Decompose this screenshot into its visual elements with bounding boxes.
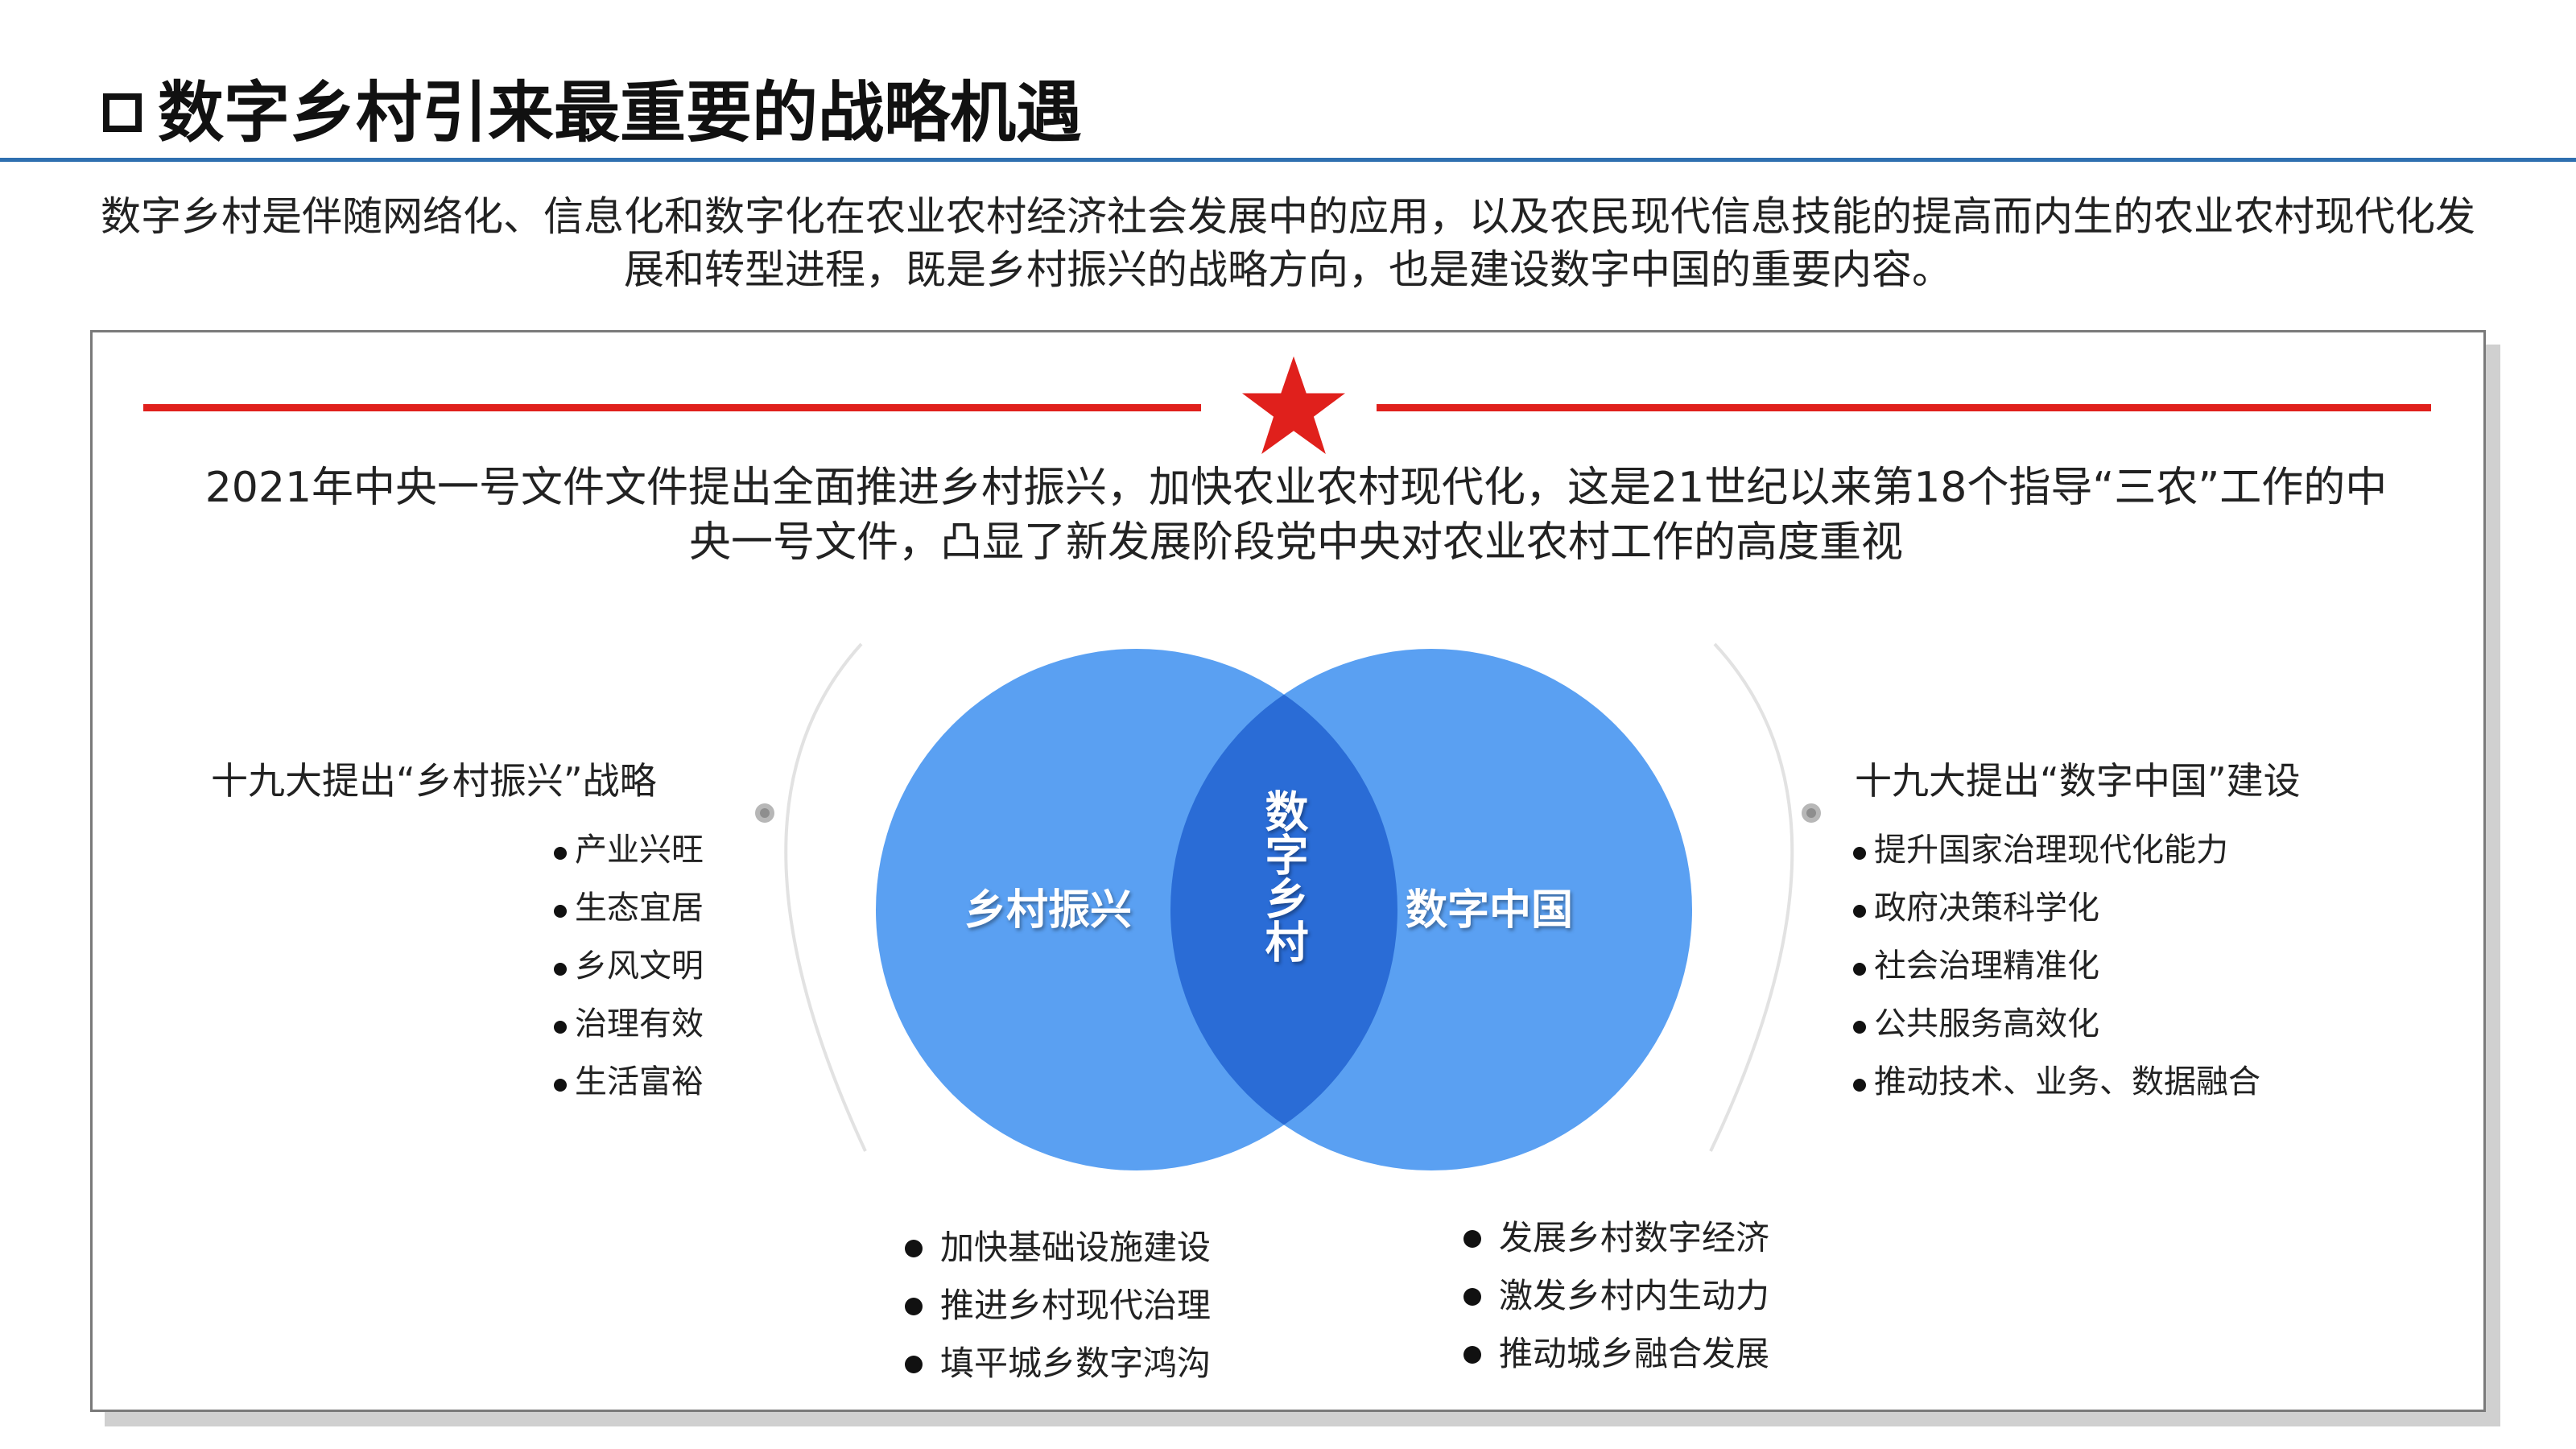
list-item: 推进乡村现代治理 — [905, 1277, 1211, 1335]
page-title-text: 数字乡村引来最重要的战略机遇 — [158, 75, 1083, 151]
list-item: 提升国家治理现代化能力 — [1853, 821, 2260, 879]
bullet-icon — [554, 1079, 567, 1092]
venn-right-label: 数字中国 — [1406, 886, 1574, 935]
bullet-icon — [1463, 1230, 1481, 1248]
bullet-icon — [554, 963, 567, 976]
list-item: 公共服务高效化 — [1853, 995, 2260, 1053]
list-item: 填平城乡数字鸿沟 — [905, 1335, 1211, 1393]
venn-left-label: 乡村振兴 — [964, 886, 1133, 935]
bullet-icon — [1853, 1021, 1866, 1034]
list-item: 发展乡村数字经济 — [1463, 1209, 1769, 1267]
red-divider-left — [143, 404, 1201, 411]
left-heading: 十九大提出“乡村振兴”战略 — [211, 759, 657, 803]
bullet-icon — [554, 1021, 567, 1034]
highlight-statement: 2021年中央一号文件文件提出全面推进乡村振兴，加快农业农村现代化，这是21世纪… — [204, 464, 2388, 567]
list-item: 产业兴旺 — [554, 821, 704, 879]
list-item: 生活富裕 — [554, 1053, 704, 1111]
right-heading: 十九大提出“数字中国”建设 — [1855, 759, 2301, 803]
list-item: 推动城乡融合发展 — [1463, 1325, 1769, 1383]
page-title: 数字乡村引来最重要的战略机遇 — [103, 69, 1082, 158]
bullet-icon — [905, 1356, 923, 1373]
list-item: 治理有效 — [554, 995, 704, 1053]
title-underline — [0, 158, 2576, 162]
bullet-icon — [1853, 847, 1866, 860]
bullet-icon — [1853, 1079, 1866, 1092]
list-item: 生态宜居 — [554, 879, 704, 937]
square-bullet-icon — [103, 93, 142, 132]
venn-diagram — [876, 649, 1692, 1170]
bullet-icon — [905, 1298, 923, 1315]
right-list: 提升国家治理现代化能力 政府决策科学化 社会治理精准化 公共服务高效化 推动技术… — [1853, 821, 2260, 1111]
intro-paragraph: 数字乡村是伴随网络化、信息化和数字化在农业农村经济社会发展中的应用，以及农民现代… — [101, 193, 2475, 293]
venn-center-label: 数字乡村 — [1257, 789, 1308, 963]
bullet-icon — [1463, 1288, 1481, 1306]
star-icon — [1242, 356, 1345, 454]
bullet-icon — [554, 905, 567, 918]
list-item: 政府决策科学化 — [1853, 879, 2260, 937]
list-item: 乡风文明 — [554, 937, 704, 995]
list-item: 激发乡村内生动力 — [1463, 1267, 1769, 1325]
bullet-icon — [1853, 905, 1866, 918]
bottom-left-list: 加快基础设施建设 推进乡村现代治理 填平城乡数字鸿沟 — [905, 1219, 1211, 1393]
bullet-icon — [1463, 1346, 1481, 1364]
bullet-icon — [905, 1240, 923, 1257]
bottom-right-list: 发展乡村数字经济 激发乡村内生动力 推动城乡融合发展 — [1463, 1209, 1769, 1383]
list-item: 社会治理精准化 — [1853, 937, 2260, 995]
left-list: 产业兴旺 生态宜居 乡风文明 治理有效 生活富裕 — [554, 821, 704, 1111]
bullet-icon — [1853, 963, 1866, 976]
list-item: 加快基础设施建设 — [905, 1219, 1211, 1277]
red-divider-right — [1377, 404, 2431, 411]
bullet-icon — [554, 847, 567, 860]
list-item: 推动技术、业务、数据融合 — [1853, 1053, 2260, 1111]
venn-overlap — [1170, 649, 1397, 1170]
